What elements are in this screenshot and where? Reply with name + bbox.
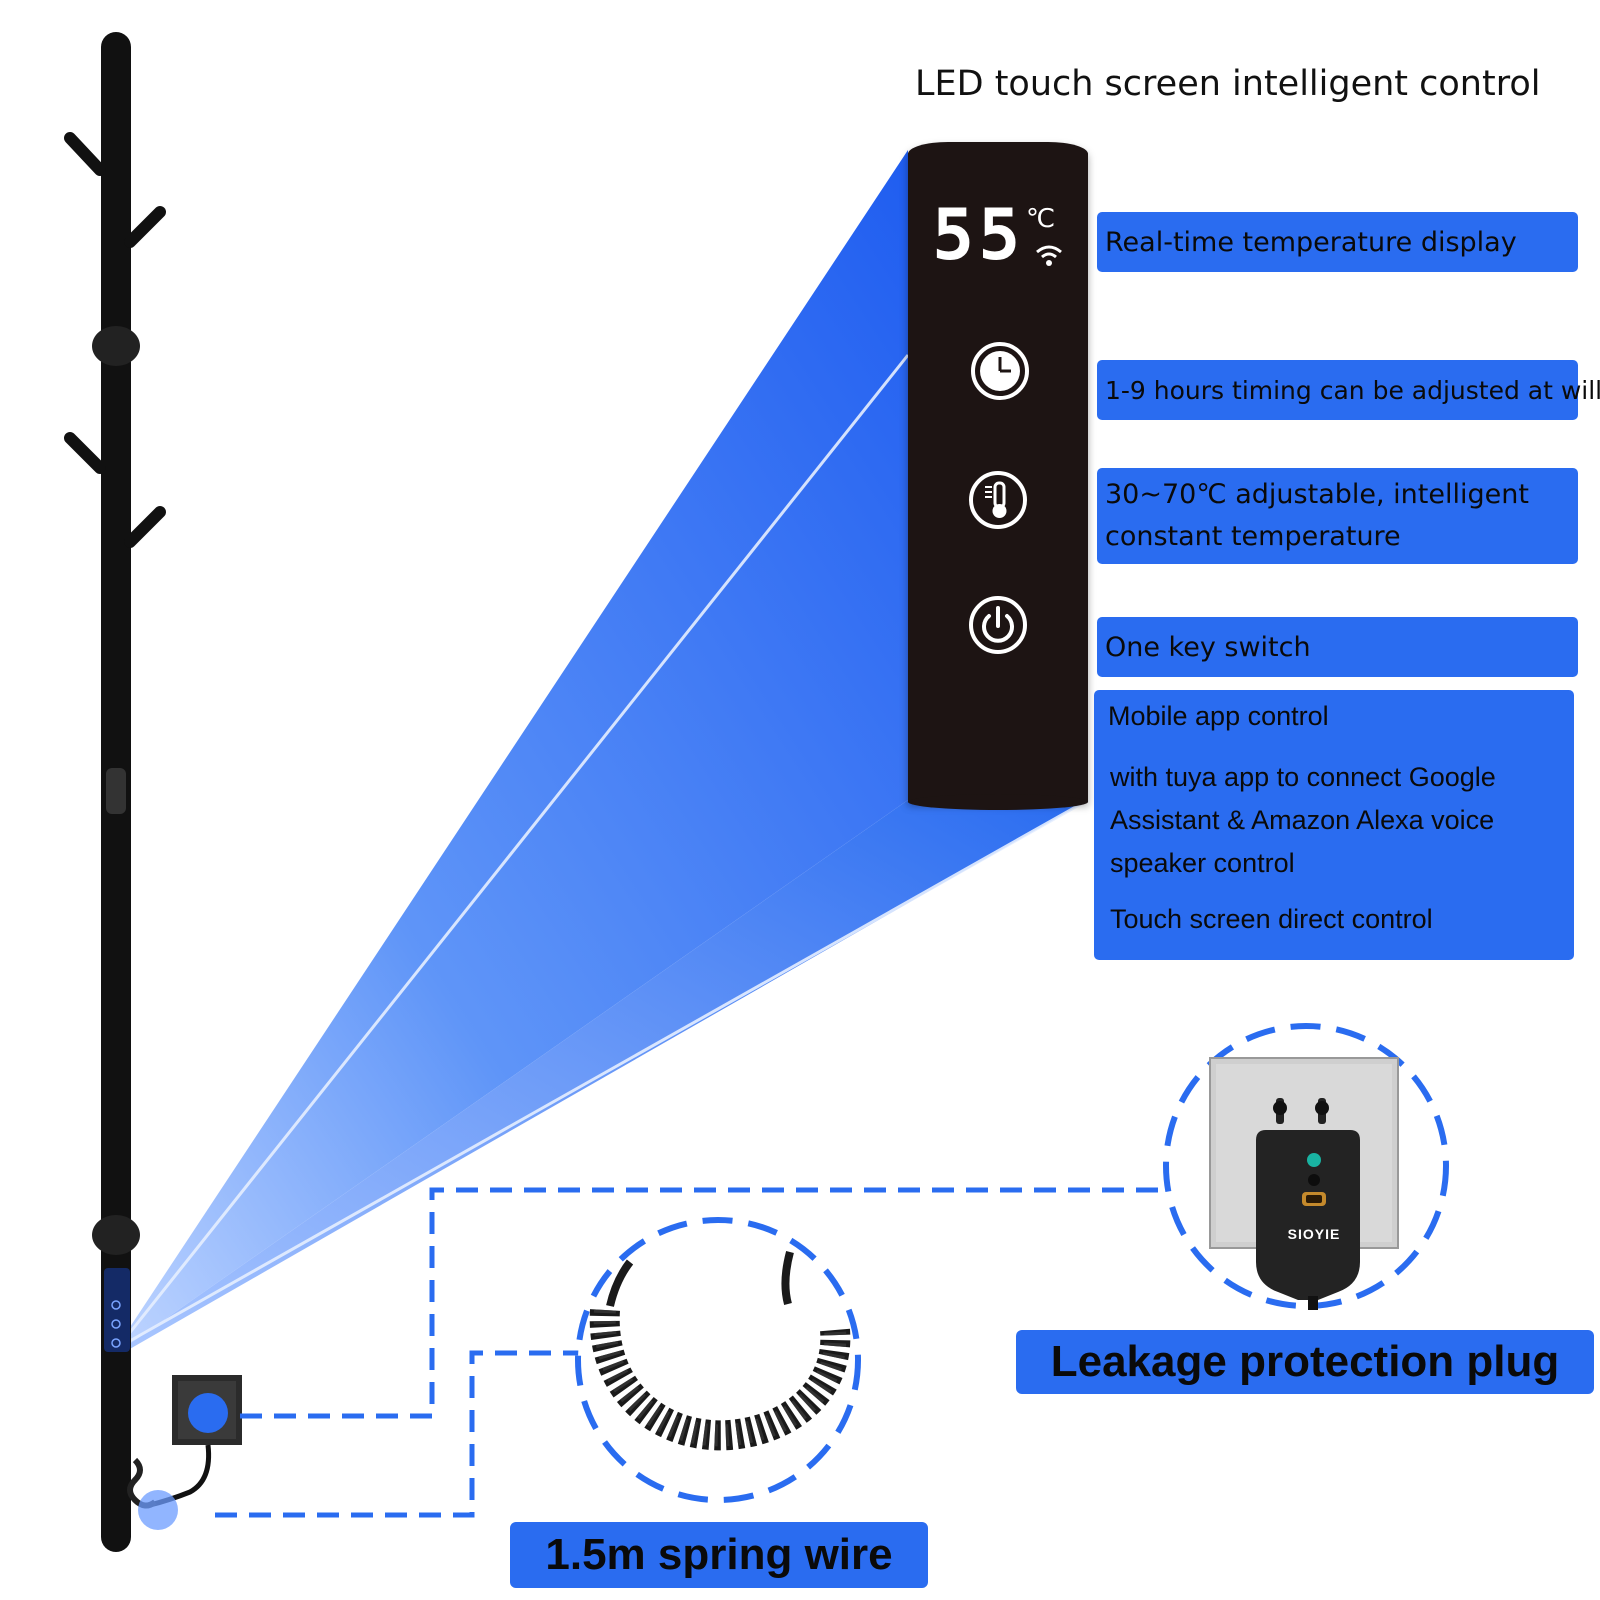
temperature-display: 55 bbox=[932, 194, 1025, 276]
leakage-plug-illustration bbox=[1163, 1023, 1449, 1310]
feature-adjustable-temperature: 30~70℃ adjustable, intelligent constant … bbox=[1097, 468, 1578, 564]
feature-app-desc-line3: speaker control bbox=[1110, 848, 1295, 878]
feature-temperature-display-label: Real-time temperature display bbox=[1105, 226, 1517, 258]
feature-temperature-display: Real-time temperature display bbox=[1097, 212, 1578, 272]
feature-mobile-app: Mobile app control with tuya app to conn… bbox=[1094, 690, 1574, 960]
plug-brand-label: SIOYIE bbox=[1287, 1226, 1341, 1242]
feature-app-desc-line1: with tuya app to connect Google bbox=[1110, 762, 1496, 792]
feature-touch-control: Touch screen direct control bbox=[1110, 904, 1433, 934]
leakage-plug-label: Leakage protection plug bbox=[1016, 1330, 1594, 1394]
touch-control-panel: 55 ℃ bbox=[908, 142, 1088, 810]
thermometer-icon[interactable] bbox=[967, 469, 1029, 531]
callout-lines bbox=[215, 1187, 1160, 1518]
spring-wire-illustration bbox=[575, 1217, 861, 1503]
towel-rail bbox=[64, 32, 166, 1552]
feature-one-key-switch-label: One key switch bbox=[1105, 631, 1311, 663]
power-icon[interactable] bbox=[967, 594, 1029, 656]
temperature-unit: ℃ bbox=[1026, 204, 1056, 234]
feature-app-desc-line2: Assistant & Amazon Alexa voice bbox=[1110, 805, 1495, 835]
feature-app-title: Mobile app control bbox=[1108, 701, 1329, 731]
feature-timing-label: 1-9 hours timing can be adjusted at will bbox=[1105, 375, 1600, 405]
spring-wire-label: 1.5m spring wire bbox=[510, 1522, 928, 1588]
feature-adjustable-line2: constant temperature bbox=[1105, 521, 1401, 552]
feature-one-key-switch: One key switch bbox=[1097, 617, 1578, 677]
wifi-icon bbox=[1036, 245, 1062, 266]
feature-app-desc: with tuya app to connect Google Assistan… bbox=[1108, 756, 1560, 885]
page-title: LED touch screen intelligent control bbox=[915, 64, 1541, 104]
wall-socket-small bbox=[127, 1375, 242, 1530]
projection-beam bbox=[126, 150, 1089, 1350]
clock-icon[interactable] bbox=[969, 340, 1031, 402]
feature-timing: 1-9 hours timing can be adjusted at will bbox=[1097, 360, 1600, 420]
feature-adjustable-line1: 30~70℃ adjustable, intelligent bbox=[1105, 479, 1529, 510]
